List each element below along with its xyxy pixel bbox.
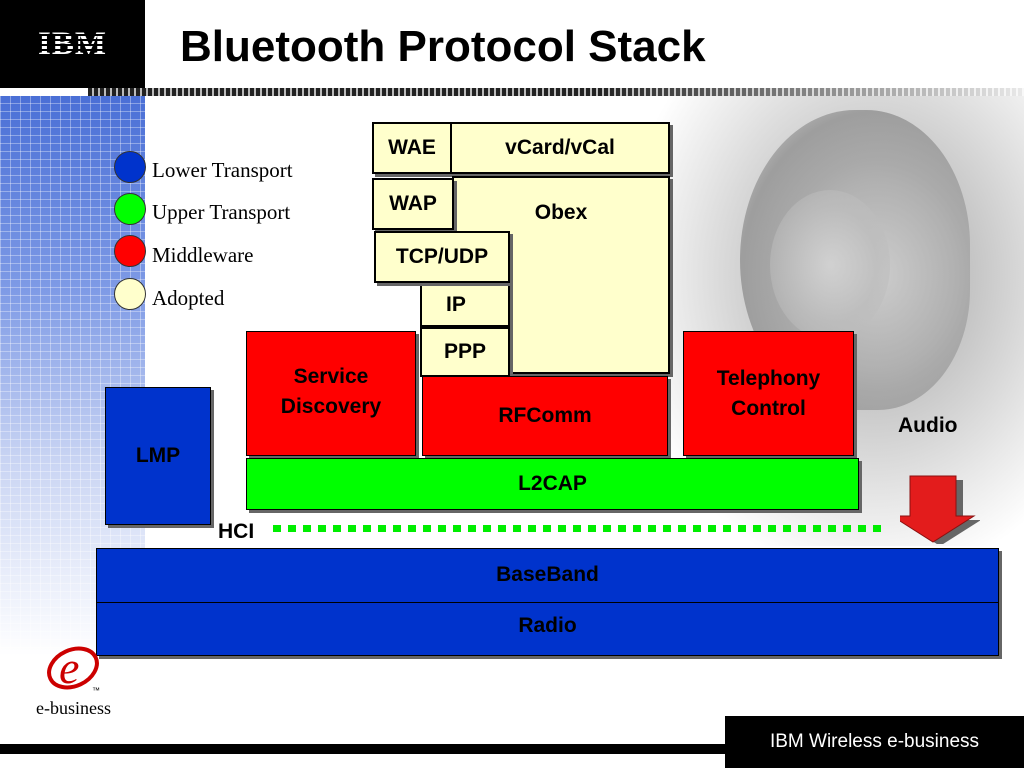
- footer-bar: [0, 744, 1024, 754]
- footer-brand: IBM Wireless e-business: [725, 716, 1024, 768]
- ebusiness-e-logo-icon: e: [47, 642, 99, 693]
- telephony-control-box: Telephony Control: [683, 331, 854, 456]
- wap-box: WAP: [372, 178, 454, 230]
- ebusiness-trademark: ™: [92, 686, 100, 695]
- header-divider: [88, 88, 1024, 96]
- ppp-box: PPP: [420, 327, 510, 377]
- ibm-logo: IBM: [0, 0, 145, 88]
- header-divider-fade: [600, 88, 1024, 96]
- l2cap-box: L2CAP: [246, 458, 859, 510]
- background-photo-hand: [770, 190, 890, 340]
- radio-box: Radio: [96, 602, 999, 656]
- ebusiness-e-mark: e: [59, 642, 79, 693]
- legend-dot-lower-transport: [114, 151, 146, 183]
- audio-label: Audio: [898, 414, 958, 437]
- ip-box: IP: [420, 283, 510, 327]
- wae-box: WAE: [372, 122, 452, 174]
- tcp-udp-box: TCP/UDP: [374, 231, 510, 283]
- legend-label-adopted: Adopted: [152, 286, 225, 310]
- rfcomm-box: RFComm: [422, 376, 668, 456]
- legend-dot-upper-transport: [114, 193, 146, 225]
- ibm-logo-text: IBM: [38, 25, 107, 62]
- audio-down-arrow-icon: [900, 475, 980, 544]
- baseband-box: BaseBand: [96, 548, 999, 603]
- legend-label-lower-transport: Lower Transport: [152, 158, 293, 182]
- slide-title: Bluetooth Protocol Stack: [180, 22, 706, 71]
- legend-dot-middleware: [114, 235, 146, 267]
- service-discovery-box: Service Discovery: [246, 331, 416, 456]
- ebusiness-label: e-business: [36, 698, 111, 718]
- hci-dotted-line: [273, 525, 883, 532]
- legend-label-middleware: Middleware: [152, 243, 254, 267]
- legend-label-upper-transport: Upper Transport: [152, 200, 291, 224]
- lmp-box: LMP: [105, 387, 211, 525]
- vcard-vcal-box: vCard/vCal: [450, 122, 670, 174]
- hci-label: HCI: [218, 520, 255, 543]
- legend-dot-adopted: [114, 278, 146, 310]
